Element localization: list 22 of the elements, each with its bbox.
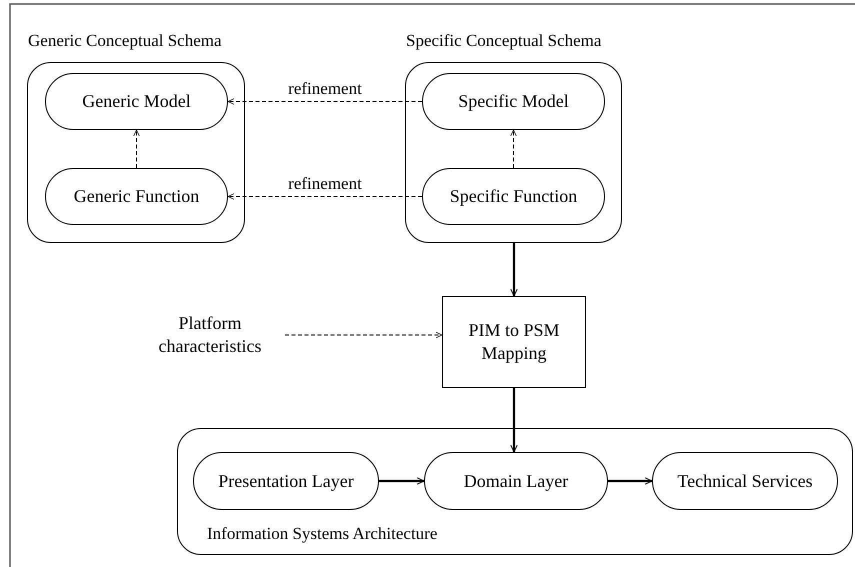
arrow — [608, 477, 652, 485]
rounded-box: Specific Model — [422, 73, 605, 130]
arrow — [510, 130, 517, 168]
arrow — [133, 130, 140, 168]
rounded-box: Generic Function — [45, 168, 228, 225]
group-heading: Specific Conceptual Schema — [406, 31, 602, 51]
rounded-box: Generic Model — [45, 73, 228, 130]
rounded-box: Technical Services — [652, 452, 838, 510]
arrow — [228, 98, 422, 105]
process-box: PIM to PSM Mapping — [442, 296, 586, 388]
group-heading: Generic Conceptual Schema — [28, 31, 222, 51]
group-container — [177, 428, 853, 555]
arrow — [379, 477, 424, 485]
arrow — [510, 388, 518, 452]
rounded-box: Domain Layer — [424, 452, 608, 510]
arrow — [228, 193, 422, 200]
arrow — [510, 243, 518, 296]
note-text: Platform characteristics — [140, 312, 280, 358]
group-heading: Information Systems Architecture — [207, 524, 438, 544]
rounded-box: Specific Function — [422, 168, 605, 225]
arrow — [284, 332, 442, 338]
rounded-box: Presentation Layer — [193, 452, 379, 510]
